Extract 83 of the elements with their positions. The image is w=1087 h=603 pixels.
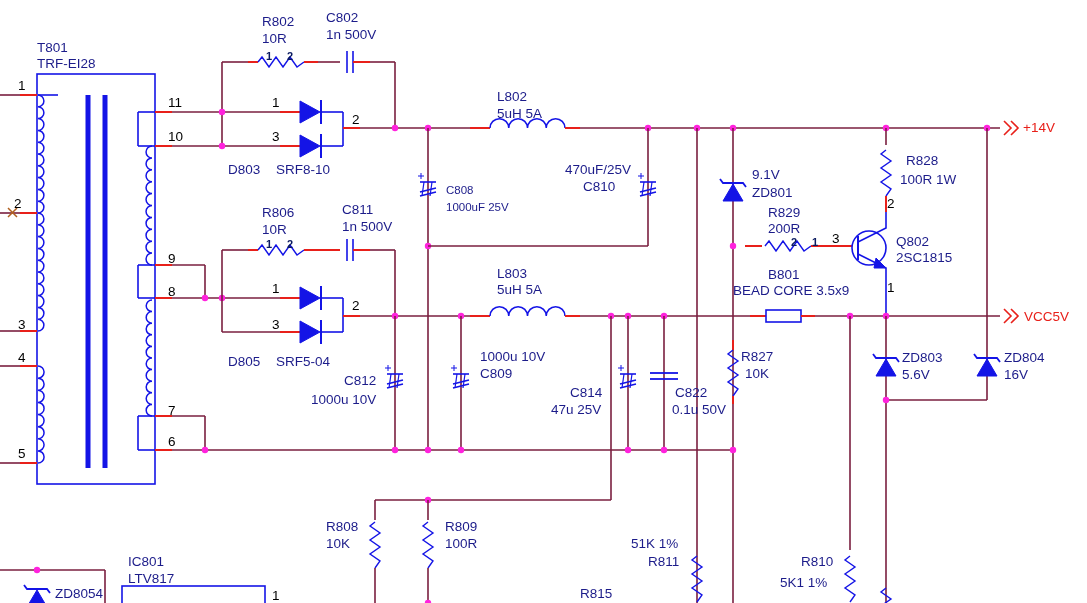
- component-label: 5.6V: [902, 367, 930, 383]
- component-label: 10R: [262, 31, 287, 47]
- pin-number: 1: [18, 78, 26, 94]
- component-label: C802: [326, 10, 359, 26]
- pin-number: 1: [887, 280, 895, 296]
- pin-number: 2: [352, 112, 360, 128]
- component-label: R809: [445, 519, 478, 535]
- component-label: SRF5-04: [276, 354, 331, 370]
- component-label: B801: [768, 267, 800, 283]
- pin-number: 1: [272, 281, 280, 297]
- component-label: 5uH 5A: [497, 106, 543, 122]
- pin-number: 3: [272, 129, 280, 145]
- component-label: 470uF/25V: [565, 162, 632, 178]
- component-label: R808: [326, 519, 359, 535]
- component-label: T801: [37, 40, 68, 56]
- component-label: ZD801: [752, 185, 793, 201]
- component-label: C810: [583, 179, 616, 195]
- pin-number: 2: [352, 298, 360, 314]
- pin-number: 1: [812, 236, 819, 248]
- component-label: 200R: [768, 221, 801, 237]
- component-label: R829: [768, 205, 801, 221]
- component-label: R802: [262, 14, 295, 30]
- pin-number: 10: [168, 129, 184, 145]
- pin-number: 3: [832, 231, 840, 247]
- component-label: 100R 1W: [900, 172, 957, 188]
- component-label: R828: [906, 153, 939, 169]
- component-label: C812: [344, 373, 377, 389]
- component-label: 9.1V: [752, 167, 780, 183]
- component-label: TRF-EI28: [37, 56, 96, 72]
- component-label: 51K 1%: [631, 536, 679, 552]
- component-label: 1000u 10V: [311, 392, 377, 408]
- pin-number: 6: [168, 434, 176, 450]
- component-label: LTV817: [128, 571, 175, 587]
- pin-number: 5: [18, 446, 26, 462]
- pin-number: 7: [168, 403, 176, 419]
- component-label: ZD804: [1004, 350, 1045, 366]
- component-label: 10K: [745, 366, 770, 382]
- component-label: ZD803: [902, 350, 943, 366]
- net-label: VCC5V: [1024, 309, 1069, 325]
- component-label: 1000u 10V: [480, 349, 546, 365]
- pin-number: 1: [266, 50, 273, 62]
- pin-number: 9: [168, 251, 176, 267]
- component-label: 1n 500V: [326, 27, 377, 43]
- pin-number: 8: [168, 284, 176, 300]
- net-label: +14V: [1023, 120, 1055, 136]
- pin-number: 1: [272, 95, 280, 111]
- component-label: C809: [480, 366, 513, 382]
- component-label: C811: [342, 202, 374, 218]
- component-label: 47u 25V: [551, 402, 602, 418]
- pin-number: 2: [14, 196, 22, 212]
- component-label: 100R: [445, 536, 478, 552]
- component-label: 10K: [326, 536, 351, 552]
- component-label: R810: [801, 554, 834, 570]
- component-label: R815: [580, 586, 613, 602]
- component-label: BEAD CORE 3.5x9: [733, 283, 850, 299]
- pin-number: 2: [791, 236, 798, 248]
- component-label: D803: [228, 162, 261, 178]
- pin-number: 4: [18, 350, 26, 366]
- component-label: 2SC1815: [896, 250, 953, 266]
- component-label: C814: [570, 385, 603, 401]
- pin-number: 2: [887, 196, 895, 212]
- component-label: 1000uF 25V: [446, 200, 509, 215]
- component-label: Q802: [896, 234, 930, 250]
- pin-number: 1: [266, 238, 273, 250]
- component-label: 5uH 5A: [497, 282, 543, 298]
- component-label: 10R: [262, 222, 287, 238]
- component-label: 16V: [1004, 367, 1029, 383]
- component-label: ZD8054: [55, 586, 104, 602]
- component-label: SRF8-10: [276, 162, 331, 178]
- component-label: IC801: [128, 554, 165, 570]
- pin-number: 11: [168, 95, 182, 111]
- pin-number: 3: [272, 317, 280, 333]
- pin-number: 3: [18, 317, 26, 333]
- component-label: C808: [446, 183, 474, 198]
- component-label: 5K1 1%: [780, 575, 828, 591]
- pin-number: 1: [272, 588, 280, 603]
- component-label: R806: [262, 205, 295, 221]
- component-label: D805: [228, 354, 261, 370]
- component-label: R827: [741, 349, 774, 365]
- component-label: L802: [497, 89, 528, 105]
- component-label: R811: [648, 554, 680, 570]
- component-label: L803: [497, 266, 528, 282]
- component-label: 1n 500V: [342, 219, 393, 235]
